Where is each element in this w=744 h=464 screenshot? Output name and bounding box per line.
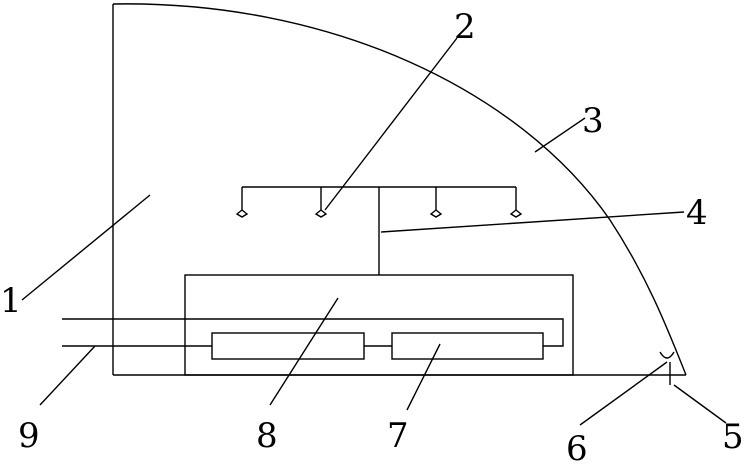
nozzle-icon (509, 209, 523, 218)
label-8: 8 (256, 416, 278, 456)
label-9: 9 (18, 416, 40, 456)
hinge-arc-6 (659, 351, 675, 359)
leader-line-4 (380, 211, 685, 233)
label-1: 1 (0, 281, 22, 321)
label-2: 2 (454, 7, 476, 47)
nozzle-icon (314, 209, 328, 218)
cable-upper (62, 318, 564, 347)
label-7: 7 (387, 416, 409, 456)
housing-curved-cover (112, 3, 687, 376)
leader-line-1 (21, 194, 151, 301)
leader-line-9 (39, 345, 96, 406)
leader-line-3 (534, 117, 586, 153)
leader-line-5 (673, 384, 727, 424)
label-5: 5 (722, 417, 744, 457)
leader-line-7 (406, 343, 441, 411)
leader-line-8 (269, 297, 339, 406)
leader-line-6 (579, 361, 668, 426)
label-6: 6 (566, 429, 588, 464)
nozzle-icon (429, 209, 443, 218)
nozzle-icon (235, 209, 249, 218)
label-4: 4 (686, 193, 708, 233)
leader-line-2 (324, 37, 458, 211)
label-3: 3 (582, 101, 604, 141)
module-7 (391, 332, 544, 360)
left-module (211, 332, 365, 360)
control-box (184, 274, 574, 376)
